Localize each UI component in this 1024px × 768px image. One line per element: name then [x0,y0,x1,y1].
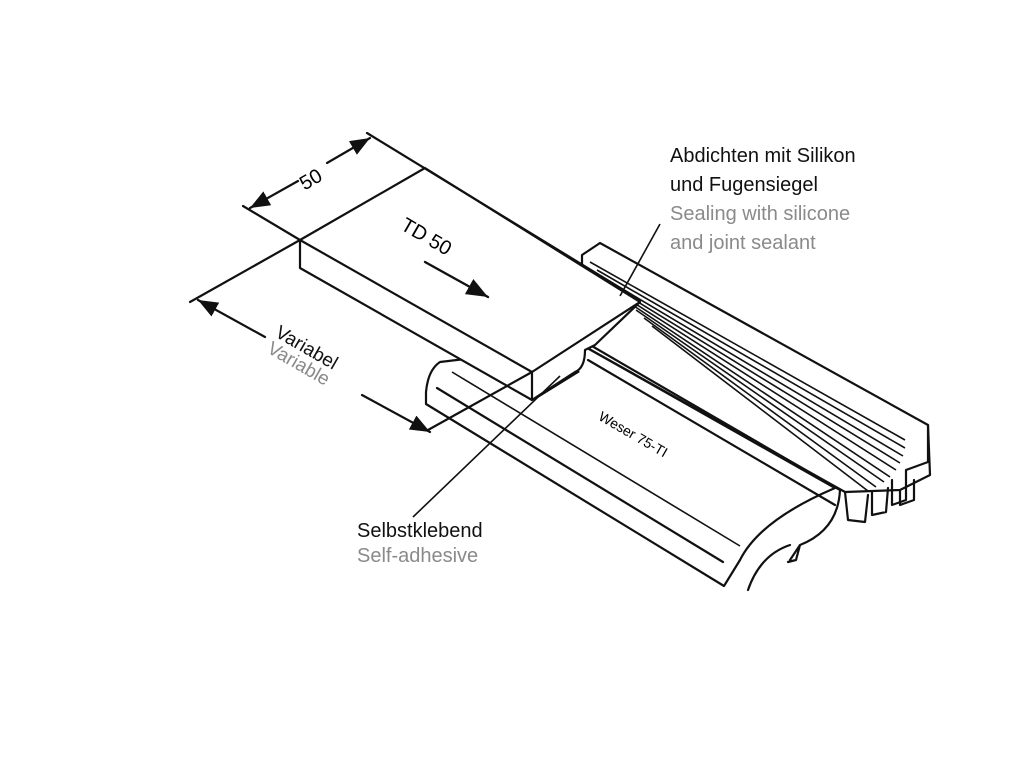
adhesive-leader [412,375,561,518]
sealing-callout: Abdichten mit Silikon und Fugensiegel Se… [670,142,856,258]
profile-body [424,241,932,592]
sealing-en-line2: and joint sealant [670,232,816,254]
direction-arrow [423,260,490,299]
adhesive-en: Self-adhesive [357,545,479,567]
adhesive-de: Selbstklebend [357,520,483,542]
sealing-en-line1: Sealing with silicone [670,203,851,225]
sealing-de-line1: Abdichten mit Silikon [670,145,856,167]
adhesive-callout: Selbstklebend Self-adhesive [357,519,483,569]
ribs [589,261,906,492]
dimension-length [188,238,534,434]
dimension-width [241,131,642,302]
sealing-leader [619,223,661,297]
sealing-de-line2: und Fugensiegel [670,174,818,196]
